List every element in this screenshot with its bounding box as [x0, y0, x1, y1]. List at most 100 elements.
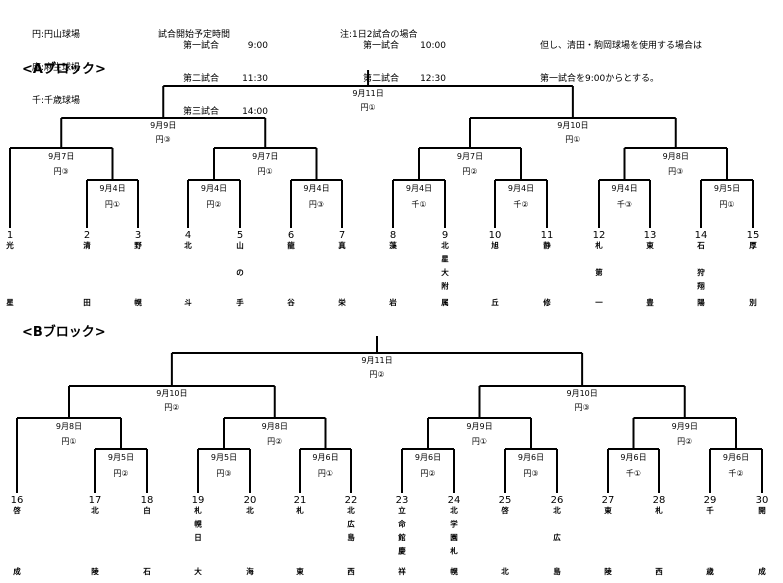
game-venue: 円①	[61, 437, 76, 446]
team-name-char: 豊	[646, 297, 654, 307]
final-date: 9月11日	[361, 356, 392, 365]
team-number: 6	[288, 230, 294, 241]
team-number: 30	[756, 495, 769, 506]
team-number: 12	[593, 230, 606, 241]
team-name-char: 学	[450, 519, 458, 529]
team-name-char: 石	[696, 241, 705, 250]
team-number: 24	[448, 495, 461, 506]
team-number: 15	[747, 230, 760, 241]
team-name-char: 成	[13, 566, 21, 576]
team-number: 25	[499, 495, 512, 506]
schedule-title: 試合開始予定時間	[158, 30, 231, 40]
team-name-char: 札	[594, 240, 603, 250]
team-name-char: 龍	[287, 240, 295, 250]
team-number: 27	[602, 495, 615, 506]
team-name-char: 島	[347, 532, 355, 542]
team-number: 8	[390, 230, 396, 241]
team-number: 7	[339, 230, 345, 241]
game-date: 9月7日	[252, 152, 278, 161]
schedule-time: 14:00	[242, 107, 268, 117]
team-name-char: 栄	[337, 297, 346, 307]
team-name-char: 北	[501, 566, 509, 576]
note-time: 10:00	[420, 41, 446, 51]
team-name-char: 日	[194, 533, 202, 542]
game-venue: 円③	[523, 469, 538, 478]
team-name-char: 東	[604, 505, 612, 515]
game-date: 9月9日	[672, 422, 698, 431]
game-venue: 円②	[113, 469, 128, 478]
game-date: 9月4日	[611, 184, 637, 193]
game-date: 9月9日	[466, 422, 492, 431]
team-number: 18	[141, 495, 154, 506]
team-name-char: 千	[706, 505, 714, 515]
schedule-labels: 第一試合 第二試合 第三試合	[183, 19, 219, 129]
remark: 但し、清田・駒岡球場を使用する場合は 第一試合を9:00からとする。	[540, 19, 702, 96]
team-name-char: 幌	[450, 566, 458, 576]
game-venue: 千②	[728, 468, 743, 478]
team-number: 9	[442, 230, 448, 241]
team-number: 3	[135, 230, 141, 241]
final-venue: 円①	[360, 103, 375, 112]
game-venue: 円②	[677, 437, 692, 446]
game-venue: 円①	[472, 437, 487, 446]
team-name-char: 命	[397, 519, 406, 529]
team-name-char: 静	[543, 240, 551, 250]
team-name-char: 広	[347, 519, 355, 529]
game-date: 9月4日	[508, 184, 534, 193]
team-number: 20	[244, 495, 257, 506]
game-date: 9月8日	[262, 422, 288, 431]
team-name-char: 斗	[184, 298, 192, 307]
team-number: 1	[7, 230, 13, 241]
schedule-label: 第二試合	[183, 74, 220, 84]
team-name-char: 陵	[91, 566, 99, 576]
note-labels: 第一試合 第二試合	[363, 19, 399, 96]
team-name-char: 第	[595, 267, 603, 277]
team-name-char: 旭	[490, 240, 499, 250]
team-number: 11	[541, 230, 554, 241]
team-number: 13	[644, 230, 657, 241]
game-venue: 千②	[513, 199, 528, 209]
team-name-char: 歳	[706, 566, 714, 576]
team-name-char: 北	[347, 505, 355, 515]
team-name-char: 札	[295, 505, 304, 515]
team-name-char: 札	[654, 505, 663, 515]
team-number: 17	[89, 495, 102, 506]
team-number: 19	[192, 495, 205, 506]
game-venue: 円③	[575, 403, 590, 412]
team-name-char: 翔	[696, 281, 705, 291]
team-number: 26	[551, 495, 564, 506]
team-name-char: 田	[83, 298, 91, 307]
game-venue: 円①	[318, 469, 333, 478]
team-number: 14	[695, 230, 708, 241]
game-venue: 円②	[267, 437, 282, 446]
team-name-char: 谷	[287, 297, 295, 307]
game-venue: 円③	[54, 167, 69, 176]
team-name-char: 広	[553, 532, 561, 542]
game-date: 9月6日	[415, 453, 441, 462]
team-name-char: 白	[143, 505, 151, 515]
team-name-char: 手	[236, 297, 244, 307]
team-name-char: 石	[142, 567, 151, 576]
team-name-char: 光	[5, 240, 14, 250]
team-name-char: 北	[246, 505, 254, 515]
team-name-char: 野	[134, 241, 142, 250]
team-name-char: 丘	[491, 297, 499, 307]
team-name-char: 札	[449, 546, 458, 556]
game-date: 9月7日	[457, 152, 483, 161]
team-name-char: 開	[758, 506, 766, 515]
team-name-char: 山	[236, 240, 244, 250]
team-name-char: 祥	[398, 566, 406, 576]
game-date: 9月9日	[150, 121, 176, 130]
team-name-char: 北	[184, 240, 192, 250]
team-name-char: 成	[758, 566, 766, 576]
team-name-char: 厚	[749, 241, 757, 250]
note-label: 第一試合	[363, 41, 400, 51]
team-name-char: 属	[441, 298, 449, 307]
note: 注:1日2試合の場合	[340, 8, 418, 52]
venue-item: 円:円山球場	[32, 30, 81, 40]
game-venue: 円③	[216, 469, 231, 478]
note-times: 10:00 12:30	[412, 19, 446, 96]
game-date: 9月10日	[156, 389, 187, 398]
game-venue: 千①	[411, 199, 426, 209]
team-name-char: の	[236, 268, 244, 277]
